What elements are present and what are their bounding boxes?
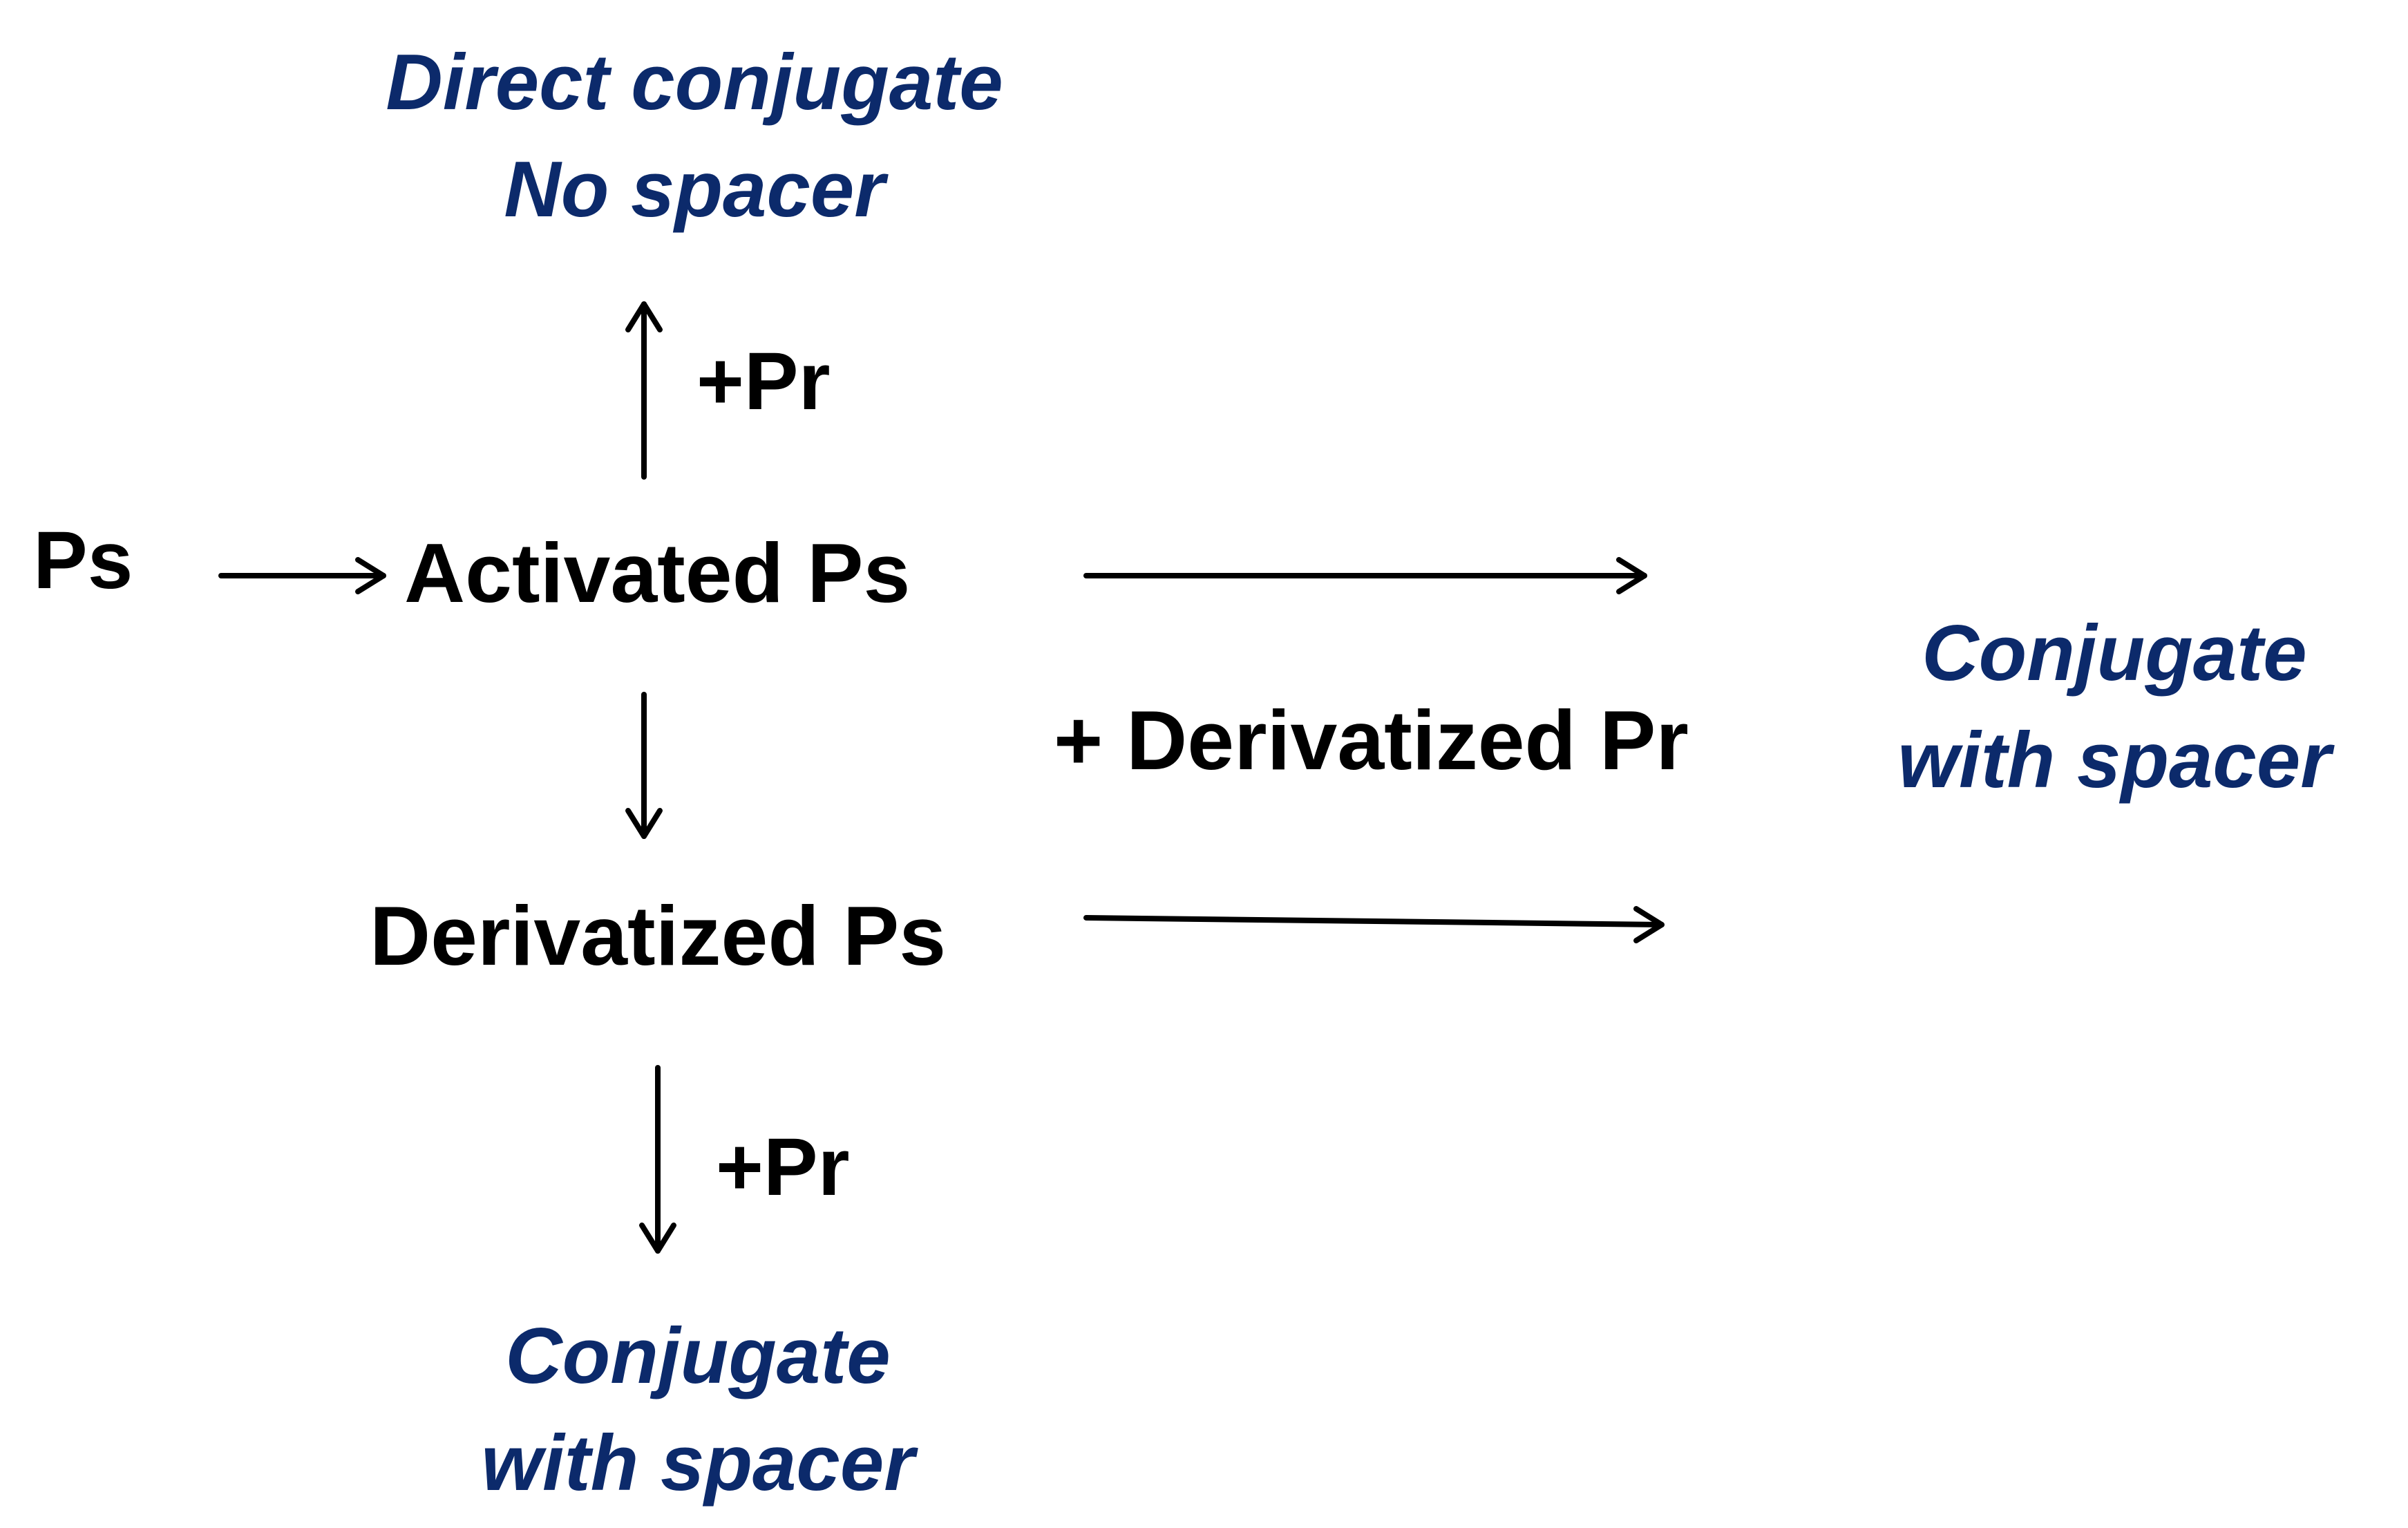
reagent-derivatized-pr: + Derivatized Pr	[1054, 693, 1689, 787]
reagent-pr-up: +Pr	[696, 336, 831, 427]
outcome-bottom-conjugate-line2: with spacer	[481, 1419, 915, 1507]
outcome-direct-conjugate: Direct conjugate No spacer	[325, 29, 1064, 243]
arrow-activated-to-derivatized	[625, 692, 663, 839]
arrow-ps-to-activated	[218, 557, 386, 594]
outcome-right-conjugate: Conjugate with spacer	[1831, 600, 2398, 814]
outcome-bottom-conjugate: Conjugate with spacer	[394, 1303, 1002, 1517]
outcome-right-conjugate-line1: Conjugate	[1922, 610, 2307, 697]
outcome-direct-conjugate-line2: No spacer	[504, 146, 885, 234]
arrow-activated-to-right-conjugate	[1083, 557, 1647, 594]
arrow-derivatized-to-right-conjugate	[1083, 906, 1665, 943]
node-derivatized-ps: Derivatized Ps	[370, 889, 947, 983]
reagent-pr-down: +Pr	[716, 1122, 850, 1213]
outcome-bottom-conjugate-line1: Conjugate	[505, 1312, 891, 1400]
arrow-activated-to-direct-conjugate	[625, 301, 663, 480]
node-ps: Ps	[33, 515, 133, 606]
arrow-derivatized-to-bottom-conjugate	[639, 1065, 676, 1254]
node-activated-ps: Activated Ps	[404, 526, 911, 620]
outcome-right-conjugate-line2: with spacer	[1897, 717, 2331, 804]
outcome-direct-conjugate-line1: Direct conjugate	[386, 39, 1003, 126]
